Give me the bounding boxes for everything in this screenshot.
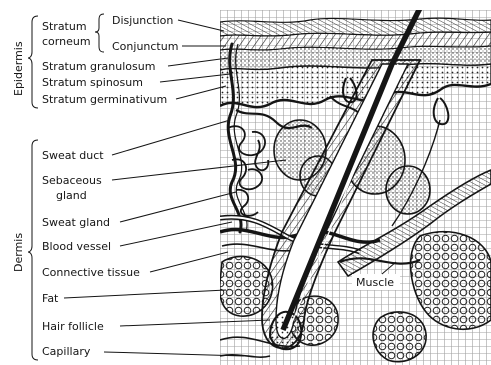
label-capillary: Capillary <box>42 345 91 358</box>
label-stratum-granulosum: Stratum granulosum <box>42 60 155 73</box>
epidermis-bracket <box>28 16 38 108</box>
label-hair-follicle: Hair follicle <box>42 320 104 333</box>
skin-illustration <box>220 0 491 365</box>
label-connective-tissue: Connective tissue <box>42 266 140 279</box>
dermis-bracket <box>28 140 38 360</box>
label-conjunctum: Conjunctum <box>112 40 178 53</box>
leader-disjunction <box>178 20 224 31</box>
leader-stratum-germinativum <box>176 86 226 99</box>
leader-stratum-granulosum <box>168 58 228 66</box>
leader-stratum-spinosum <box>160 74 230 82</box>
stratum-corneum-bracket <box>95 14 104 52</box>
label-sebaceous-line2: gland <box>56 189 87 202</box>
label-stratum-corneum-line1: Stratum <box>42 20 87 33</box>
label-stratum-corneum-line2: corneum <box>42 35 91 48</box>
leader-sweat-duct <box>112 120 230 155</box>
leader-sweat-gland <box>120 192 236 222</box>
dermis-label: Dermis <box>12 233 25 272</box>
label-sweat-gland: Sweat gland <box>42 216 110 229</box>
label-sebaceous-line1: Sebaceous <box>42 174 102 187</box>
label-disjunction: Disjunction <box>112 14 173 27</box>
leader-fat <box>64 290 226 298</box>
label-blood-vessel: Blood vessel <box>42 240 111 253</box>
label-muscle: Muscle <box>356 276 394 289</box>
epidermis-label: Epidermis <box>12 41 25 96</box>
label-stratum-germinativum: Stratum germinativum <box>42 93 167 106</box>
label-sweat-duct: Sweat duct <box>42 149 104 162</box>
leader-blood-vessel <box>120 222 232 246</box>
label-fat: Fat <box>42 292 59 305</box>
label-stratum-spinosum: Stratum spinosum <box>42 76 143 89</box>
leader-connective-tissue <box>150 252 228 272</box>
